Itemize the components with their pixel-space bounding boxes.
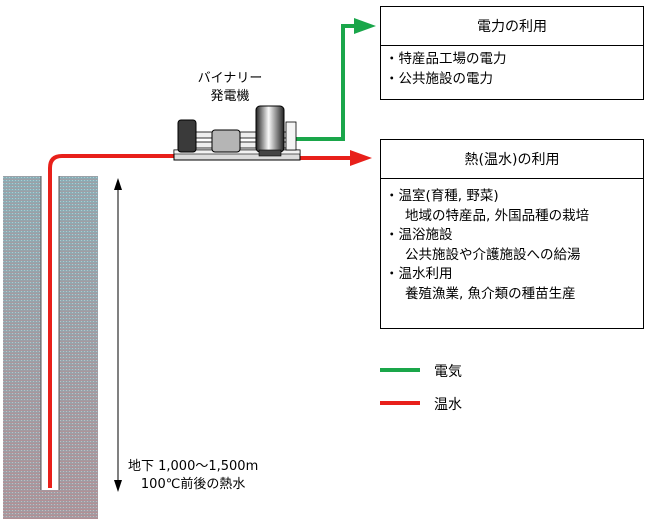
heat-use-item: ・温浴施設 [385,227,453,243]
electricity-arrowhead [354,18,376,34]
depth-label-line1: 地下 1,000～1,500m [128,459,259,474]
electricity-use-item: ・特産品工場の電力 [385,51,507,67]
heat-use-title: 熱(温水)の利用 [381,140,643,179]
heat-use-detail: 養殖漁業, 魚介類の種苗生産 [405,285,576,302]
heat-use-item: ・温室(育種, 野菜) [385,188,499,204]
depth-arrow [114,178,122,492]
electricity-use-item: ・公共施設の電力 [385,70,493,87]
binary-generator-illustration [173,105,301,161]
electricity-use-list: ・特産品工場の電力・公共施設の電力 [381,46,643,89]
heat-use-detail: 公共施設や介護施設への給湯 [405,246,581,263]
hot-water-arrowhead [350,150,372,166]
heat-use-item: ・温水利用 [385,266,453,282]
generator-label-line1: バイナリー [197,71,263,86]
depth-label: 地下 1,000～1,500m 100℃前後の熱水 [128,458,258,494]
hot-water-pipe [48,154,178,488]
heat-use-detail: 地域の特産品, 外国品種の栽培 [405,207,590,224]
heat-use-list: ・温室(育種, 野菜) 地域の特産品, 外国品種の栽培・温浴施設公共施設や介護施設… [381,179,643,304]
electricity-use-title: 電力の利用 [381,7,643,46]
depth-label-line2: 100℃前後の熱水 [140,477,246,492]
legend-electricity-label: 電気 [434,364,462,380]
electricity-line [296,24,356,141]
electricity-use-box: 電力の利用 ・特産品工場の電力・公共施設の電力 [380,6,644,100]
generator-label: バイナリー 発電機 [192,70,268,106]
generator-label-line2: 発電機 [210,89,250,104]
heat-use-box: 熱(温水)の利用 ・温室(育種, 野菜) 地域の特産品, 外国品種の栽培・温浴施設… [380,139,644,329]
legend-hot-water-label: 温水 [434,397,462,413]
